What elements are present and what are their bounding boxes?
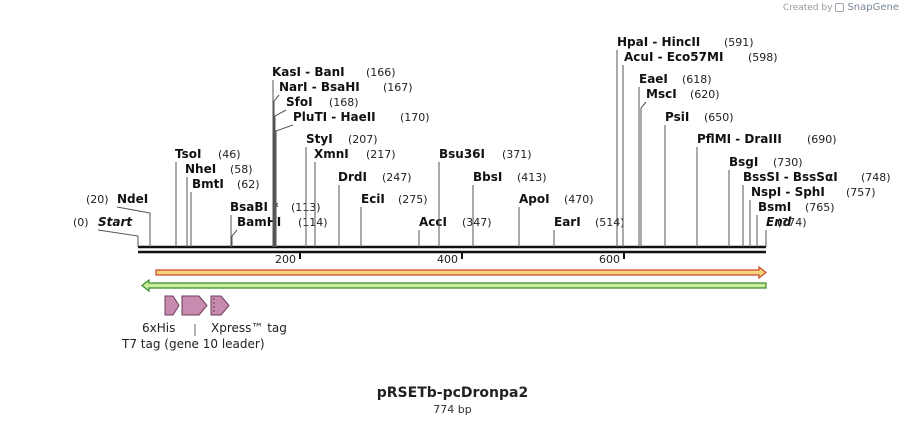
feature-label-xpress-tag: Xpress™ tag [211,321,287,335]
site-leader-line [116,206,151,247]
site-label[interactable]: EaeI [639,72,668,86]
ruler-tick-label: 200 [275,253,296,266]
forward-orf-arrow[interactable] [155,265,767,280]
snapgene-logo-icon [835,3,845,12]
site-position: (765) [805,201,835,214]
credit-brand: SnapGene [847,2,899,13]
ruler-tick-label: 400 [437,253,458,266]
site-label[interactable]: Bsu36I [439,147,485,161]
ruler-tick-label: 600 [599,253,620,266]
site-leader-line [275,124,294,247]
site-label[interactable]: Start [98,215,133,229]
site-leader-line [97,229,139,247]
site-position: (413) [517,171,547,184]
site-label[interactable]: EarI [554,215,581,229]
site-label[interactable]: PluTI - HaeII [293,110,376,124]
site-label[interactable]: StyI [306,132,333,146]
site-label[interactable]: NdeI [117,192,148,206]
site-position: (247) [382,171,412,184]
site-label[interactable]: BamHI [237,215,281,229]
site-label[interactable]: BmtI [192,177,224,191]
feature-6xhis-arrow[interactable] [164,295,180,316]
site-leader-line [640,101,647,247]
credit-prefix: Created by [782,2,833,13]
site-position: (166) [366,66,396,79]
feature-xpress-tag-arrow[interactable] [210,295,230,316]
site-leader-line [274,109,287,247]
site-position: (46) [218,148,241,161]
site-position: (748) [861,171,891,184]
site-position: (620) [690,88,720,101]
site-label[interactable]: NarI - BsaHI [279,80,360,94]
construct-title: pRSETb-pcDronpa2 [376,385,529,401]
site-label[interactable]: PsiI [665,110,689,124]
snapgene-credit: Created by SnapGene [783,2,899,13]
site-position: (167) [383,81,413,94]
site-position: (598) [748,51,778,64]
site-position: (730) [773,156,803,169]
site-label[interactable]: TsoI [175,147,201,161]
site-label[interactable]: AcuI - Eco57MI [624,50,723,64]
site-label[interactable]: MscI [646,87,677,101]
site-label[interactable]: PflMI - DraIII [697,132,782,146]
site-label[interactable]: BbsI [473,170,502,184]
site-label[interactable]: End [766,215,792,229]
site-label[interactable]: DrdI [338,170,367,184]
site-position: (347) [462,216,492,229]
features: 6xHis T7 tag (gene 10 leader) Xpress™ ta… [121,295,287,351]
site-position: (20) [86,193,109,206]
site-position: (618) [682,73,712,86]
sequence-backbone [138,245,766,254]
site-label[interactable]: KasI - BanI [272,65,345,79]
feature-label-6xhis: 6xHis [142,321,175,335]
site-label[interactable]: BsgI [729,155,758,169]
site-position: (275) [398,193,428,206]
site-position: (650) [704,111,734,124]
site-position: (58) [230,163,253,176]
site-position: (168) [329,96,359,109]
site-position: (757) [846,186,876,199]
site-position: (0) [73,216,89,229]
site-position: (170) [400,111,430,124]
site-label[interactable]: SfoI [286,95,313,109]
site-label[interactable]: AccI [419,215,447,229]
site-label[interactable]: BsmI [758,200,791,214]
site-position: (514) [595,216,625,229]
feature-label-t7-tag: T7 tag (gene 10 leader) [121,337,265,351]
restriction-sites: Start (0) NdeI (20) TsoI (46)NheI (58) BmtI (62)… [73,35,891,247]
site-leader-line [273,94,280,247]
site-position: (774) [777,216,807,229]
site-label[interactable]: BssSI - BssSαI [743,170,838,184]
site-label[interactable]: NspI - SphI [751,185,825,199]
orf-arrows [141,265,767,293]
feature-t7-tag-arrow[interactable] [181,295,208,316]
site-position: (470) [564,193,594,206]
site-label[interactable]: XmnI [314,147,349,161]
site-label[interactable]: ApoI [519,192,550,206]
site-position: (217) [366,148,396,161]
site-position: (690) [807,133,837,146]
site-leader-line [231,229,238,247]
site-label[interactable]: EciI [361,192,385,206]
site-position: (207) [348,133,378,146]
ruler: 200 400 600 [275,252,625,266]
site-label[interactable]: BsaBI * [230,200,279,214]
site-position: (591) [724,36,754,49]
reverse-orf-arrow[interactable] [141,278,767,293]
site-label[interactable]: NheI [185,162,216,176]
site-position: (371) [502,148,532,161]
site-label[interactable]: HpaI - HincII [617,35,700,49]
construct-length: 774 bp [433,403,472,416]
site-position: (114) [298,216,328,229]
site-position: (62) [237,178,260,191]
